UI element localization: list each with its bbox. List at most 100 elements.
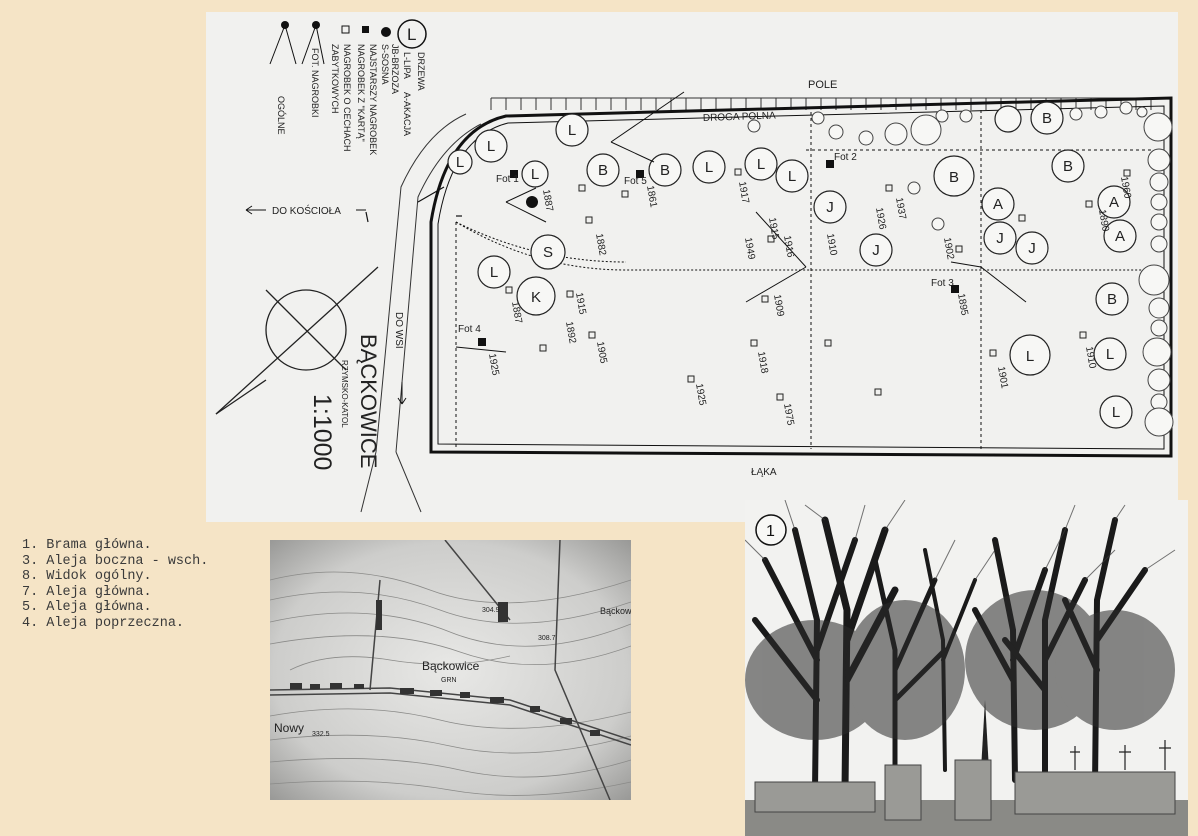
photo-mark: Fot 4 xyxy=(458,324,481,335)
tree-letter: L xyxy=(1026,348,1034,365)
year: 1887 xyxy=(509,301,524,325)
photo-mark: Fot 3 xyxy=(931,278,954,289)
topo-height: 304.9 xyxy=(482,607,500,614)
year-labels: 1960 1890 1887 1861 1882 1917 1915 1916 … xyxy=(486,176,1133,427)
tree-letter: S xyxy=(543,244,553,261)
topo-place2: Nowy xyxy=(274,721,304,735)
tree-letter: L xyxy=(757,156,765,173)
legend-tomb-feature: NAGROBEK O CECHACH xyxy=(342,44,352,152)
tree-letter: L xyxy=(1112,404,1120,421)
legend-tomb-card: NAGROBEK Z "KARTĄ" xyxy=(356,44,366,142)
cemetery-photo: 1 xyxy=(745,500,1188,836)
topo-place: Bąckowice xyxy=(422,659,480,673)
year: 1915 xyxy=(766,217,781,241)
caption-item: 5. Aleja główna. xyxy=(22,600,152,616)
year: 1910 xyxy=(1083,346,1098,370)
tree-letter: J xyxy=(996,230,1004,247)
north-arrow-icon xyxy=(215,266,379,415)
year: 1902 xyxy=(941,237,956,261)
year: 1915 xyxy=(573,292,588,316)
year: 1960 xyxy=(1118,176,1133,200)
to-village-arrow xyxy=(397,382,407,405)
label-field: POLE xyxy=(808,79,837,91)
year: 1887 xyxy=(540,189,555,213)
year: 1861 xyxy=(644,185,659,209)
year: 1901 xyxy=(995,366,1010,390)
gate-marks xyxy=(365,186,462,223)
tree-letters: L L L L B B L L L B B B A A A J J J J S xyxy=(456,110,1125,421)
label-to-church: DO KOŚCIOŁA xyxy=(272,204,341,217)
legend-akacja: A-AKACJA xyxy=(402,92,412,136)
topographic-map: Bąckowice GRN Nowy 304.9 308.7 332.5 Bąc… xyxy=(270,540,631,800)
caption-item: 8. Widok ogólny. xyxy=(22,569,152,585)
topo-height: 332.5 xyxy=(312,731,330,738)
grave-markers xyxy=(505,168,1131,401)
tree-letter: A xyxy=(1109,194,1119,211)
legend-sosna: S-SOSNA xyxy=(380,44,390,85)
border-trees xyxy=(747,101,1174,437)
year: 1890 xyxy=(1096,209,1111,233)
view-arrows xyxy=(455,91,1027,353)
label-field-road: DROGA POLNA xyxy=(703,110,776,124)
tree-letter: L xyxy=(1106,346,1114,363)
tree-letter: A xyxy=(993,196,1003,213)
year: 1895 xyxy=(955,293,970,317)
plan-drawing: L L L L B B L L L B B B A A A J J J J S xyxy=(215,19,1174,513)
photo-marks: Fot 1 Fot 2 Fot 3 Fot 4 Fot 5 xyxy=(458,152,954,335)
tree-letter: A xyxy=(1115,228,1125,245)
tree-letter: L xyxy=(456,154,464,171)
caption-item: 3. Aleja boczna - wsch. xyxy=(22,553,209,569)
cemetery-boundary xyxy=(429,96,1173,458)
tree-letter: B xyxy=(598,162,608,179)
tree-letter: B xyxy=(660,162,670,179)
tree-letter: L xyxy=(788,168,796,185)
to-church-arrow xyxy=(245,205,366,215)
label-to-village: DO WSI xyxy=(393,312,404,349)
legend-oldest: NAJSTARSZY NAGROBEK xyxy=(368,44,378,155)
lettered-trees xyxy=(447,101,1137,429)
year: 1937 xyxy=(893,197,908,221)
legend-brzoza: JB-BRZOZA xyxy=(390,44,400,94)
caption-item: 7. Aleja główna. xyxy=(22,584,152,600)
photo-drawing: 1 xyxy=(745,500,1188,836)
tree-letter: B xyxy=(1063,158,1073,175)
legend-trees: DRZEWA xyxy=(416,52,426,91)
svg-text:L: L xyxy=(407,25,416,44)
tree-letter: J xyxy=(826,199,834,216)
year: 1975 xyxy=(781,403,796,427)
plan-subtitle: RZYMSKO-KATOL xyxy=(340,360,349,428)
tree-letter: K xyxy=(531,289,541,306)
tree-letter: L xyxy=(705,159,713,176)
tree-letter: L xyxy=(568,122,576,139)
year: 1882 xyxy=(593,233,608,257)
topo-fragment: Bąckowice-Kol xyxy=(600,606,631,616)
year: 1925 xyxy=(486,353,501,377)
legend-photo-tomb: FOT. NAGROBKI xyxy=(310,48,320,118)
label-meadow: ŁĄKA xyxy=(751,467,777,478)
photo-number-badge xyxy=(755,514,787,546)
legend-lipa: L-LIPA xyxy=(402,52,412,79)
year: 1917 xyxy=(736,181,751,205)
year: 1926 xyxy=(873,207,888,231)
year: 1918 xyxy=(755,351,770,375)
caption-item: 1. Brama główna. xyxy=(22,538,152,553)
tree-letter: L xyxy=(487,138,495,155)
year: 1910 xyxy=(824,233,839,257)
year: 1892 xyxy=(563,321,578,345)
legend-tomb-feature2: ZABYTKOWYCH xyxy=(330,44,340,114)
legend: L DRZEWA L-LIPA A-AKACJA JB-BRZOZA S-SOS… xyxy=(269,19,427,155)
grave-markers-filled xyxy=(478,160,959,346)
year: 1909 xyxy=(771,294,786,318)
photo-mark: Fot 1 xyxy=(496,174,519,185)
photo-number: 1 xyxy=(766,523,775,540)
year: 1905 xyxy=(594,341,609,365)
plan-title: BĄCKOWICE xyxy=(356,334,381,468)
tree-letter: B xyxy=(949,169,959,186)
year: 1925 xyxy=(693,383,708,407)
tree-letter: L xyxy=(490,264,498,281)
photo-mark: Fot 5 xyxy=(624,176,647,187)
plan-scale: 1:1000 xyxy=(308,394,336,470)
photo-mark: Fot 2 xyxy=(834,152,857,163)
tree-letter: L xyxy=(531,166,539,183)
topo-drawing: Bąckowice GRN Nowy 304.9 308.7 332.5 Bąc… xyxy=(270,540,631,800)
